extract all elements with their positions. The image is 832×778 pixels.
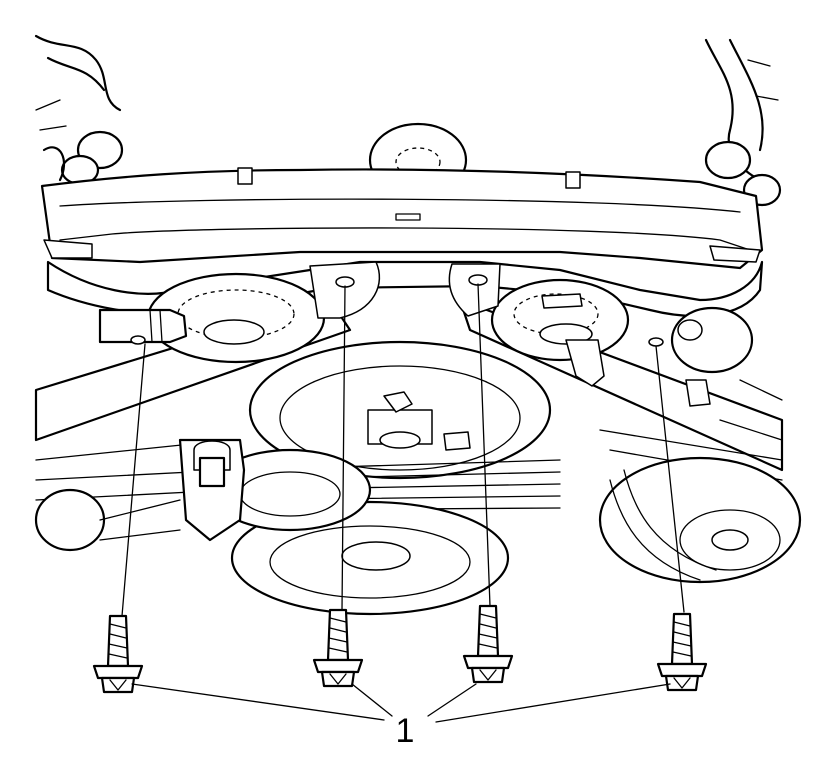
right-idler-pulley [490, 278, 630, 387]
leader-line-1 [131, 683, 385, 721]
bolt-3 [462, 604, 514, 684]
callout-label: 1 [396, 712, 415, 750]
bolt-hole-1 [130, 335, 146, 345]
left-wiring-harness [34, 34, 124, 186]
crankshaft-balancer [248, 340, 552, 480]
callout-leader-lines [131, 683, 671, 723]
bolt-2 [312, 608, 364, 688]
bolt-alignment-lines [121, 283, 685, 617]
engine-front-cover-bracket [40, 167, 764, 270]
leader-line-4 [435, 683, 671, 723]
right-engine-detail [670, 306, 783, 441]
left-belt-tensioner [34, 438, 246, 552]
bolt-holes [130, 274, 664, 347]
bolt-4 [656, 612, 708, 692]
leader-line-2 [351, 683, 393, 717]
right-generator-pulley [598, 456, 802, 584]
bolt-hole-4 [648, 337, 664, 347]
left-sensor-connector [98, 308, 188, 344]
bolt-1 [92, 614, 144, 694]
leader-line-3 [427, 683, 477, 717]
